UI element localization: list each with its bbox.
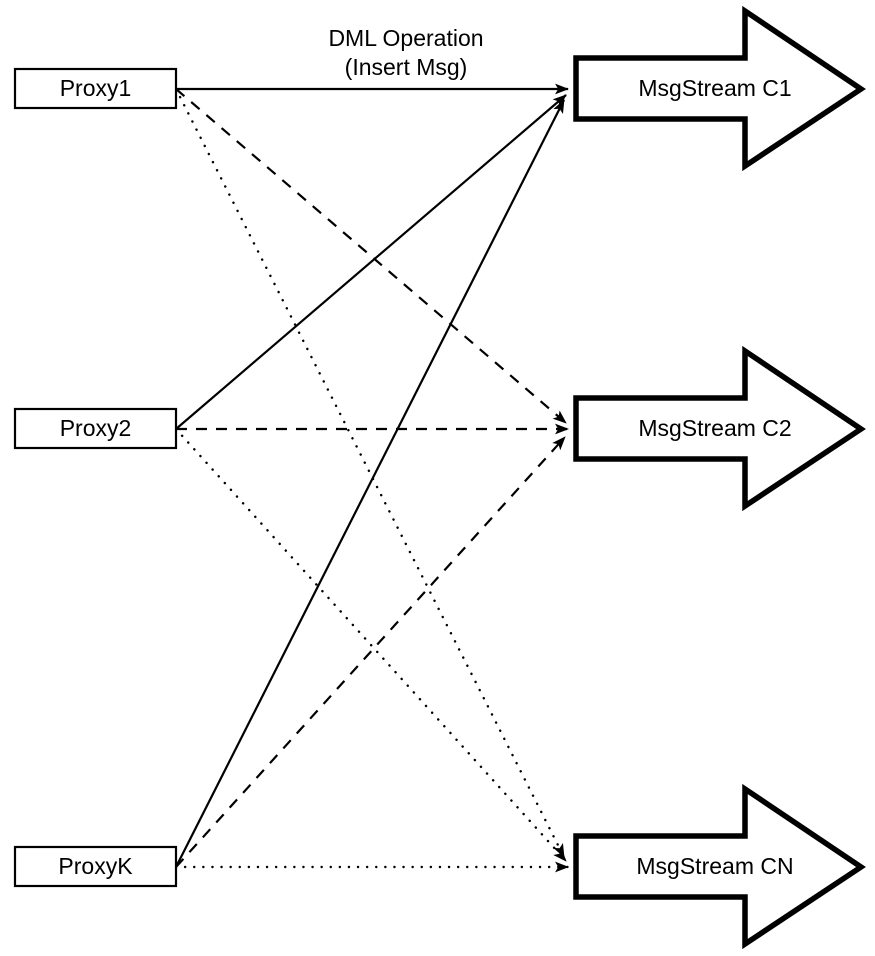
stream-node-c1[interactable]: MsgStream C1 <box>573 5 866 172</box>
connector-edges <box>174 83 570 873</box>
stream-node-cn[interactable]: MsgStream CN <box>573 783 866 950</box>
stream-cn-arrow-shape <box>573 783 866 950</box>
dml-operation-label-line1: DML Operation <box>328 25 483 51</box>
proxy-nodes: Proxy1 Proxy2 ProxyK <box>13 67 178 888</box>
stream-c1-label: MsgStream C1 <box>638 75 791 101</box>
edge-proxy2-to-stream-c1 <box>175 94 567 430</box>
edge-proxyk-to-stream-c2 <box>175 436 566 868</box>
proxy-node-proxy2[interactable]: Proxy2 <box>13 407 178 450</box>
stream-node-c2[interactable]: MsgStream C2 <box>573 345 866 512</box>
edge-proxy2-to-stream-cn <box>174 427 568 863</box>
dml-operation-label: DML Operation (Insert Msg) <box>328 25 483 80</box>
stream-nodes: MsgStream C1 MsgStream C2 MsgStream CN <box>573 5 866 950</box>
stream-cn-label: MsgStream CN <box>636 853 793 879</box>
proxy1-label: Proxy1 <box>60 75 132 101</box>
proxy-node-proxy1[interactable]: Proxy1 <box>13 67 178 110</box>
stream-c2-label: MsgStream C2 <box>638 415 791 441</box>
edge-proxy1-to-stream-cn <box>174 87 566 859</box>
proxyk-box <box>13 845 178 888</box>
proxy2-box <box>13 407 178 450</box>
proxyk-label: ProxyK <box>58 853 133 879</box>
edge-proxy1-to-stream-c2 <box>175 88 567 424</box>
edge-proxyk-to-stream-c1 <box>175 99 565 868</box>
stream-c2-arrow-shape <box>573 345 866 512</box>
proxy1-box <box>13 67 178 110</box>
dml-operation-label-line2: (Insert Msg) <box>345 54 468 80</box>
proxy2-label: Proxy2 <box>60 415 132 441</box>
stream-c1-arrow-shape <box>573 5 866 172</box>
proxy-node-proxyk[interactable]: ProxyK <box>13 845 178 888</box>
